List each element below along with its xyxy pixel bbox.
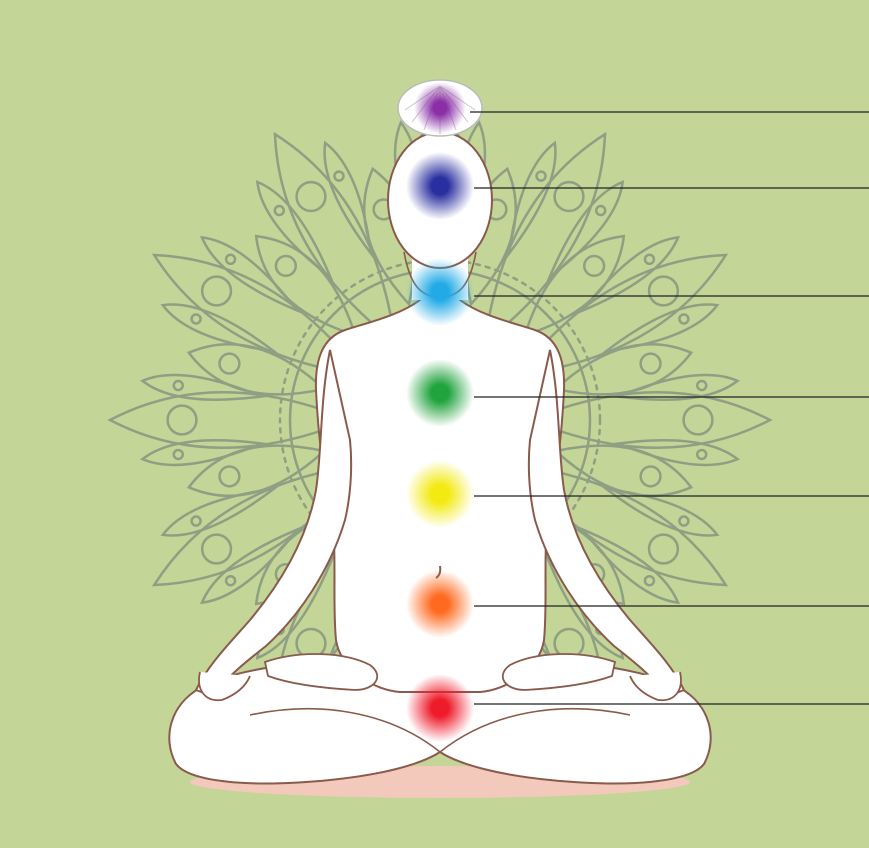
mandala-curl — [596, 206, 605, 215]
mandala-curl — [679, 314, 688, 323]
mandala-curl — [645, 576, 654, 585]
chakra-throat-center — [435, 287, 445, 297]
mandala-curl — [168, 406, 197, 435]
mandala-curl — [297, 182, 326, 211]
chakra-sacral-center — [435, 599, 445, 609]
mandala-petal — [189, 344, 324, 394]
mandala-curl — [641, 467, 661, 487]
mandala-curl — [220, 467, 240, 487]
mandala-curl — [649, 277, 678, 306]
mandala-curl — [684, 406, 713, 435]
mandala-petal — [556, 344, 691, 394]
mandala-curl — [645, 255, 654, 264]
mandala-curl — [174, 381, 183, 390]
mandala-curl — [584, 256, 604, 276]
chakra-third-eye-center — [435, 181, 445, 191]
mandala-curl — [174, 450, 183, 459]
chakra-heart-center — [435, 388, 445, 398]
mandala-petal — [485, 134, 605, 342]
mandala-curl — [192, 314, 201, 323]
mandala-petal — [275, 134, 395, 342]
mandala-curl — [697, 450, 706, 459]
mandala-curl — [192, 517, 201, 526]
chakra-solar-plexus-center — [435, 489, 445, 499]
mandala-curl — [226, 255, 235, 264]
mandala-petal — [618, 375, 737, 400]
mandala-curl — [275, 206, 284, 215]
mandala-petal — [525, 236, 624, 335]
mandala-curl — [202, 535, 231, 564]
mandala-petal — [189, 446, 324, 496]
mandala-curl — [276, 256, 296, 276]
mandala-petal — [556, 446, 691, 496]
mandala-curl — [202, 277, 231, 306]
mandala-curl — [226, 576, 235, 585]
mandala-curl — [679, 517, 688, 526]
chakra-root-center — [435, 703, 445, 713]
mandala-petal — [256, 236, 355, 335]
mandala-petal — [618, 440, 737, 465]
mandala-curl — [334, 172, 343, 181]
chakra-crown-center — [435, 103, 445, 113]
mandala-curl — [649, 535, 678, 564]
mandala-curl — [220, 354, 240, 374]
mandala-curl — [537, 172, 546, 181]
mandala-curl — [555, 182, 584, 211]
mandala-curl — [641, 354, 661, 374]
mandala-petal — [143, 375, 262, 400]
mandala-curl — [697, 381, 706, 390]
mandala-petal — [143, 440, 262, 465]
